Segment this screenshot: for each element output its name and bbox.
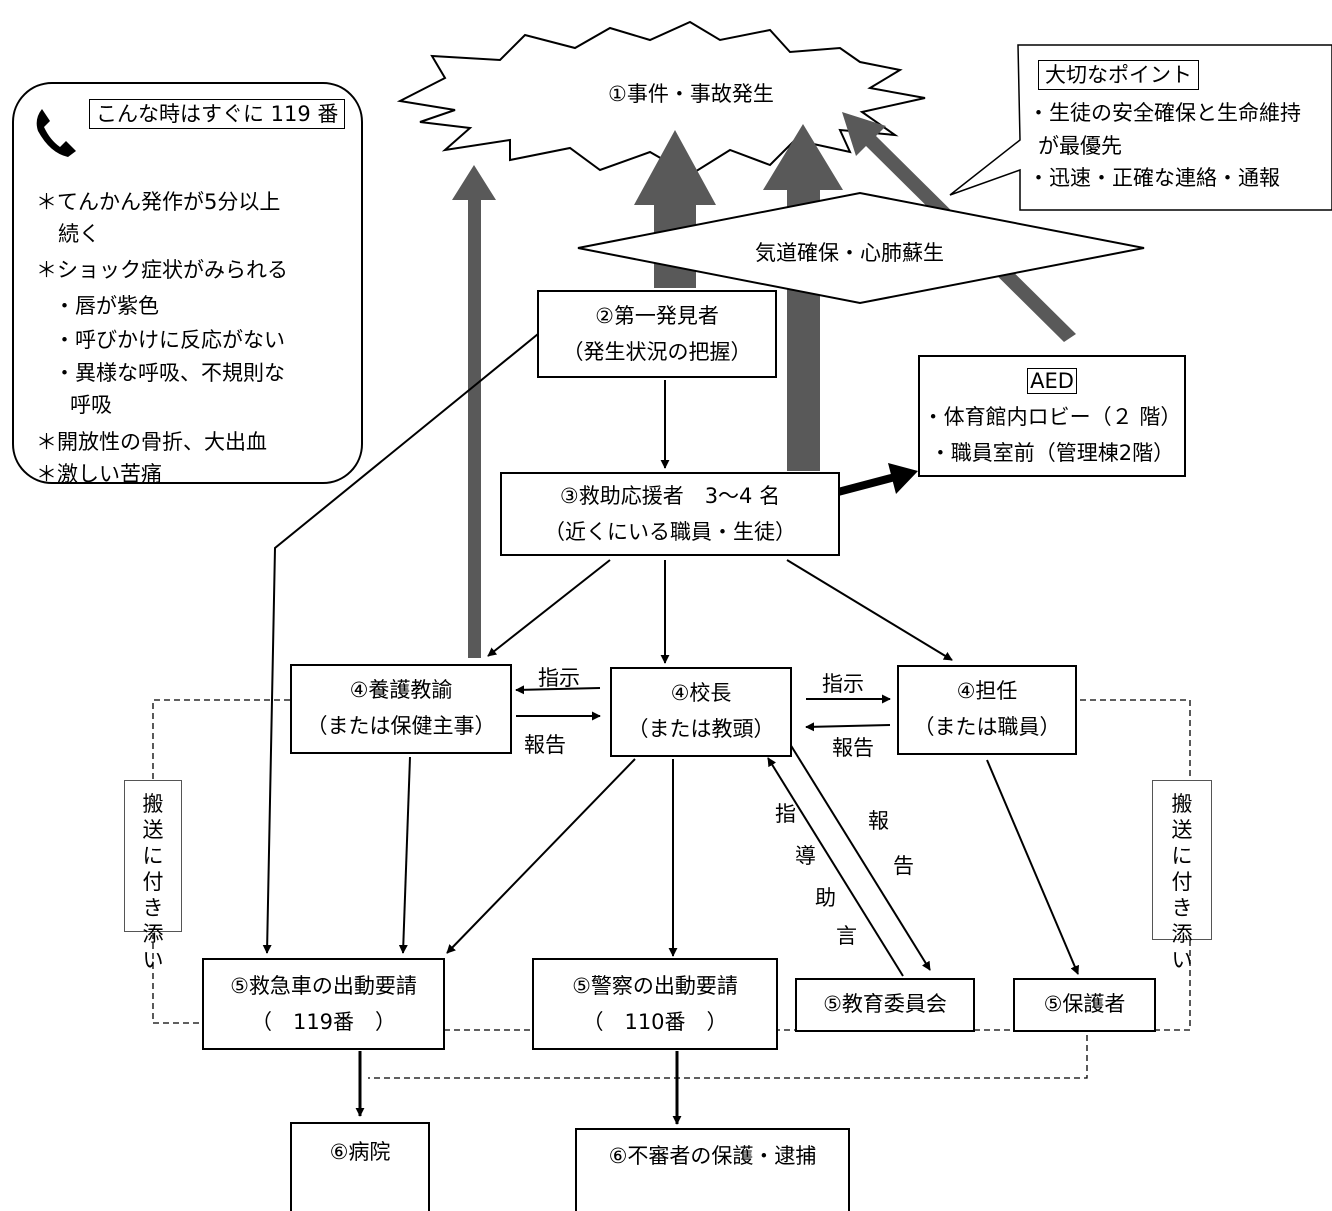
- report-board-char: 報: [868, 809, 889, 833]
- arrow-principal-ambulance: [446, 758, 636, 954]
- arrow-board-principal: [767, 757, 904, 977]
- aed-location-1: ・体育館内ロビー（２ 階）: [922, 405, 1182, 429]
- arrow-homeroom-guardian: [986, 759, 1079, 975]
- advice-char: 言: [836, 924, 857, 948]
- guardian-box: ⑤保護者: [1013, 978, 1156, 1032]
- homeroom-subtitle: （または職員）: [913, 715, 1061, 739]
- board-box: ⑤教育委員会: [795, 978, 975, 1032]
- instruct-left-label: 指示: [538, 666, 580, 690]
- emergency-line: ＊激しい苦痛: [36, 462, 162, 486]
- escort-char: き: [142, 896, 164, 920]
- escort-char: 搬: [1171, 792, 1193, 816]
- advice-char: 指: [775, 802, 796, 826]
- helpers-box: ③救助応援者 3～4 名 （近くにいる職員・生徒）: [500, 472, 840, 556]
- escort-char: に: [1171, 844, 1193, 868]
- incident-label: ①事件・事故発生: [608, 82, 774, 106]
- escort-left-box: 搬 送 に 付 き 添 い: [124, 780, 182, 972]
- first-finder-box: ②第一発見者 （発生状況の把握）: [537, 290, 777, 378]
- airway-label: 気道確保・心肺蘇生: [755, 241, 944, 265]
- emergency-header: こんな時はすぐに 119 番: [89, 99, 346, 129]
- emergency-line: ＊開放性の骨折、大出血: [36, 430, 267, 454]
- arrow-instruct-left: [515, 685, 601, 695]
- report-board-char: 告: [893, 854, 914, 878]
- advice-char: 導: [795, 844, 816, 868]
- arrow-helpers-homeroom: [786, 559, 953, 661]
- escort-char: 搬: [142, 792, 164, 816]
- hospital-title: ⑥病院: [329, 1140, 391, 1164]
- escort-char: に: [142, 844, 164, 868]
- escort-char: き: [1171, 896, 1193, 920]
- arrow-report-right: [805, 722, 891, 732]
- escort-right-box: 搬 送 に 付 き 添 い: [1152, 780, 1212, 972]
- nurse-subtitle: （または保健主事）: [306, 714, 496, 738]
- incident-burst: [396, 20, 926, 177]
- emergency-line: 続く: [58, 222, 100, 246]
- emergency-line: ・呼びかけに反応がない: [54, 328, 285, 352]
- escort-route-guardian: [368, 1035, 1088, 1079]
- grey-arrow-nurse: [452, 165, 496, 658]
- aed-box: AED ・体育館内ロビー（２ 階） ・職員室前（管理棟2階）: [918, 355, 1186, 477]
- homeroom-box: ④担任 （または職員）: [897, 665, 1077, 755]
- homeroom-title: ④担任: [956, 679, 1018, 703]
- emergency-line: ・異様な呼吸、不規則な: [54, 361, 285, 385]
- escort-char: 送: [142, 818, 164, 842]
- escort-char: い: [142, 948, 164, 972]
- arrow-helpers-nurse: [487, 559, 611, 657]
- escort-char: 添: [1171, 922, 1193, 946]
- instruct-right-label: 指示: [822, 672, 864, 696]
- airway-diamond: [577, 191, 1145, 305]
- ambulance-number: （ 119番 ）: [250, 1010, 397, 1034]
- helpers-subtitle: （近くにいる職員・生徒）: [544, 520, 796, 544]
- emergency-line: ＊ショック症状がみられる: [36, 258, 288, 282]
- point-line-2: が最優先: [1038, 134, 1122, 158]
- first-finder-title: ②第一発見者: [595, 304, 719, 328]
- report-right-label: 報告: [832, 736, 874, 760]
- point-line-3: ・迅速・正確な連絡・通報: [1028, 166, 1280, 190]
- ambulance-box: ⑤救急車の出動要請 （ 119番 ）: [202, 958, 445, 1050]
- police-number: （ 110番 ）: [582, 1010, 728, 1034]
- aed-title: AED: [1027, 368, 1077, 394]
- arrest-box: ⑥不審者の保護・逮捕: [575, 1128, 850, 1211]
- arrow-to-aed-head: [888, 463, 918, 494]
- principal-box: ④校長 （または教頭）: [610, 667, 792, 757]
- police-box: ⑤警察の出動要請 （ 110番 ）: [532, 958, 778, 1050]
- escort-char: 添: [142, 922, 164, 946]
- principal-title: ④校長: [670, 681, 732, 705]
- phone-icon: [36, 109, 76, 157]
- guardian-title: ⑤保護者: [1043, 992, 1126, 1016]
- helpers-title: ③救助応援者 3～4 名: [559, 484, 781, 508]
- nurse-title: ④養護教諭: [349, 678, 453, 702]
- arrow-to-aed: [836, 473, 897, 496]
- principal-subtitle: （または教頭）: [627, 717, 775, 741]
- board-title: ⑤教育委員会: [823, 992, 947, 1016]
- emergency-line: ・唇が紫色: [54, 294, 159, 318]
- police-title: ⑤警察の出動要請: [572, 974, 738, 998]
- escort-char: 送: [1171, 818, 1193, 842]
- emergency-line: ＊てんかん発作が5分以上: [36, 190, 281, 214]
- advice-char: 助: [815, 886, 836, 910]
- grey-arrow-helpers: [763, 124, 843, 471]
- arrow-principal-board: [789, 743, 931, 971]
- arrow-nurse-ambulance: [398, 756, 411, 954]
- point-line-1: ・生徒の安全確保と生命維持: [1028, 101, 1301, 125]
- nurse-box: ④養護教諭 （または保健主事）: [290, 664, 512, 754]
- report-left-label: 報告: [524, 733, 566, 757]
- arrest-title: ⑥不審者の保護・逮捕: [608, 1144, 817, 1168]
- escort-char: い: [1171, 948, 1193, 972]
- aed-location-2: ・職員室前（管理棟2階）: [929, 441, 1175, 465]
- point-header: 大切なポイント: [1038, 60, 1199, 90]
- arrow-finder-ambulance: [262, 333, 539, 954]
- emergency-line: 呼吸: [70, 393, 112, 417]
- emergency-call-bubble: こんな時はすぐに 119 番 ＊てんかん発作が5分以上 続く ＊ショック症状がみ…: [12, 82, 363, 486]
- escort-char: 付: [1171, 870, 1193, 894]
- escort-char: 付: [142, 870, 164, 894]
- ambulance-title: ⑤救急車の出動要請: [230, 974, 417, 998]
- first-finder-subtitle: （発生状況の把握）: [562, 340, 752, 364]
- hospital-box: ⑥病院: [290, 1122, 430, 1211]
